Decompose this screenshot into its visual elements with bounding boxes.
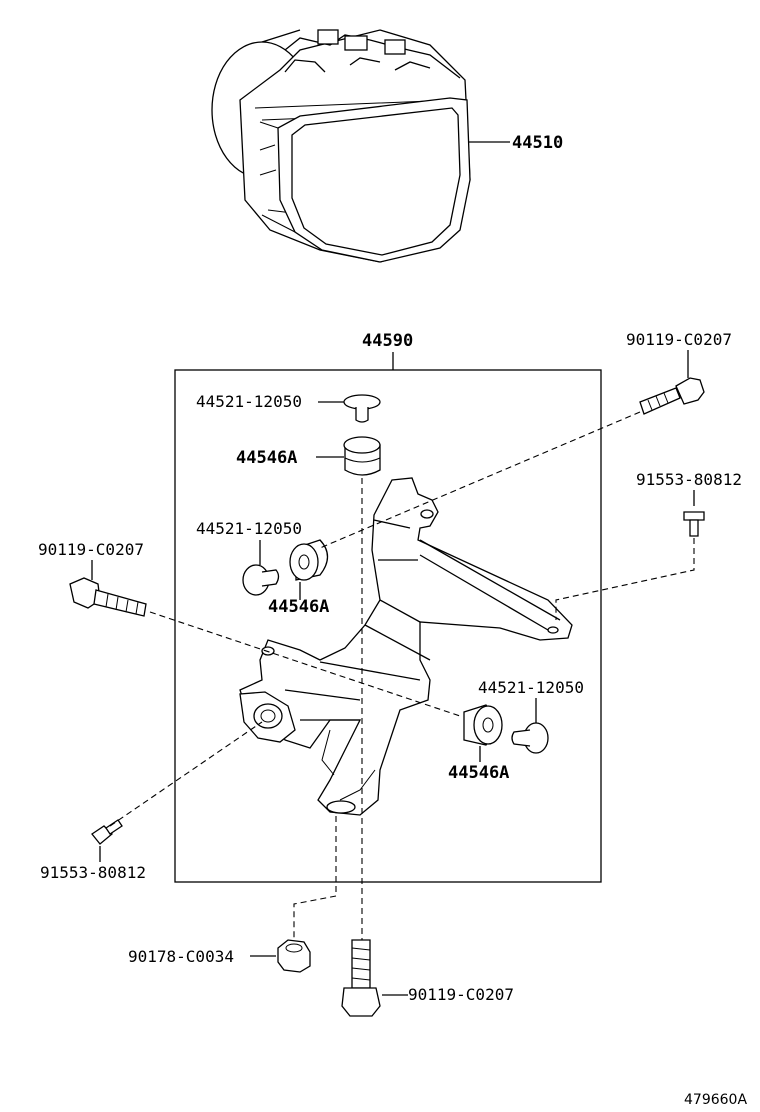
part-number-bolt-bottom: 90119-C0207 [408, 985, 514, 1004]
abs-actuator [211, 29, 471, 263]
grommet-right [463, 704, 503, 746]
nut-bottom [277, 939, 311, 973]
part-number-screw-right: 91553-80812 [636, 470, 742, 489]
part-number-screw-left: 91553-80812 [40, 863, 146, 882]
cushion-mid [242, 564, 280, 596]
grommet-top [343, 436, 381, 476]
part-number-grommet-top: 44546A [236, 448, 297, 468]
part-number-bolt-left: 90119-C0207 [38, 540, 144, 559]
part-number-cushion-top: 44521-12050 [196, 392, 302, 411]
part-number-actuator: 44510 [512, 133, 563, 153]
bolt-bottom [341, 939, 381, 1017]
grommet-mid [289, 539, 329, 581]
part-number-nut-bottom: 90178-C0034 [128, 947, 234, 966]
part-number-grommet-mid: 44546A [268, 597, 329, 617]
part-number-bolt-top-right: 90119-C0207 [626, 330, 732, 349]
cushion-top [343, 394, 381, 423]
cushion-right [511, 722, 549, 754]
mounting-bracket [239, 477, 573, 816]
bolt-top-right [639, 377, 705, 415]
part-number-bracket-assy: 44590 [362, 331, 413, 351]
alignment-lines [109, 411, 695, 940]
part-number-cushion-mid: 44521-12050 [196, 519, 302, 538]
diagram-code: 479660A [684, 1092, 747, 1108]
screw-left [91, 819, 123, 845]
screw-right [683, 511, 705, 537]
bolt-left [69, 577, 147, 617]
part-number-cushion-right: 44521-12050 [478, 678, 584, 697]
bracket-assembly-frame [174, 369, 602, 883]
part-number-grommet-right: 44546A [448, 763, 509, 783]
